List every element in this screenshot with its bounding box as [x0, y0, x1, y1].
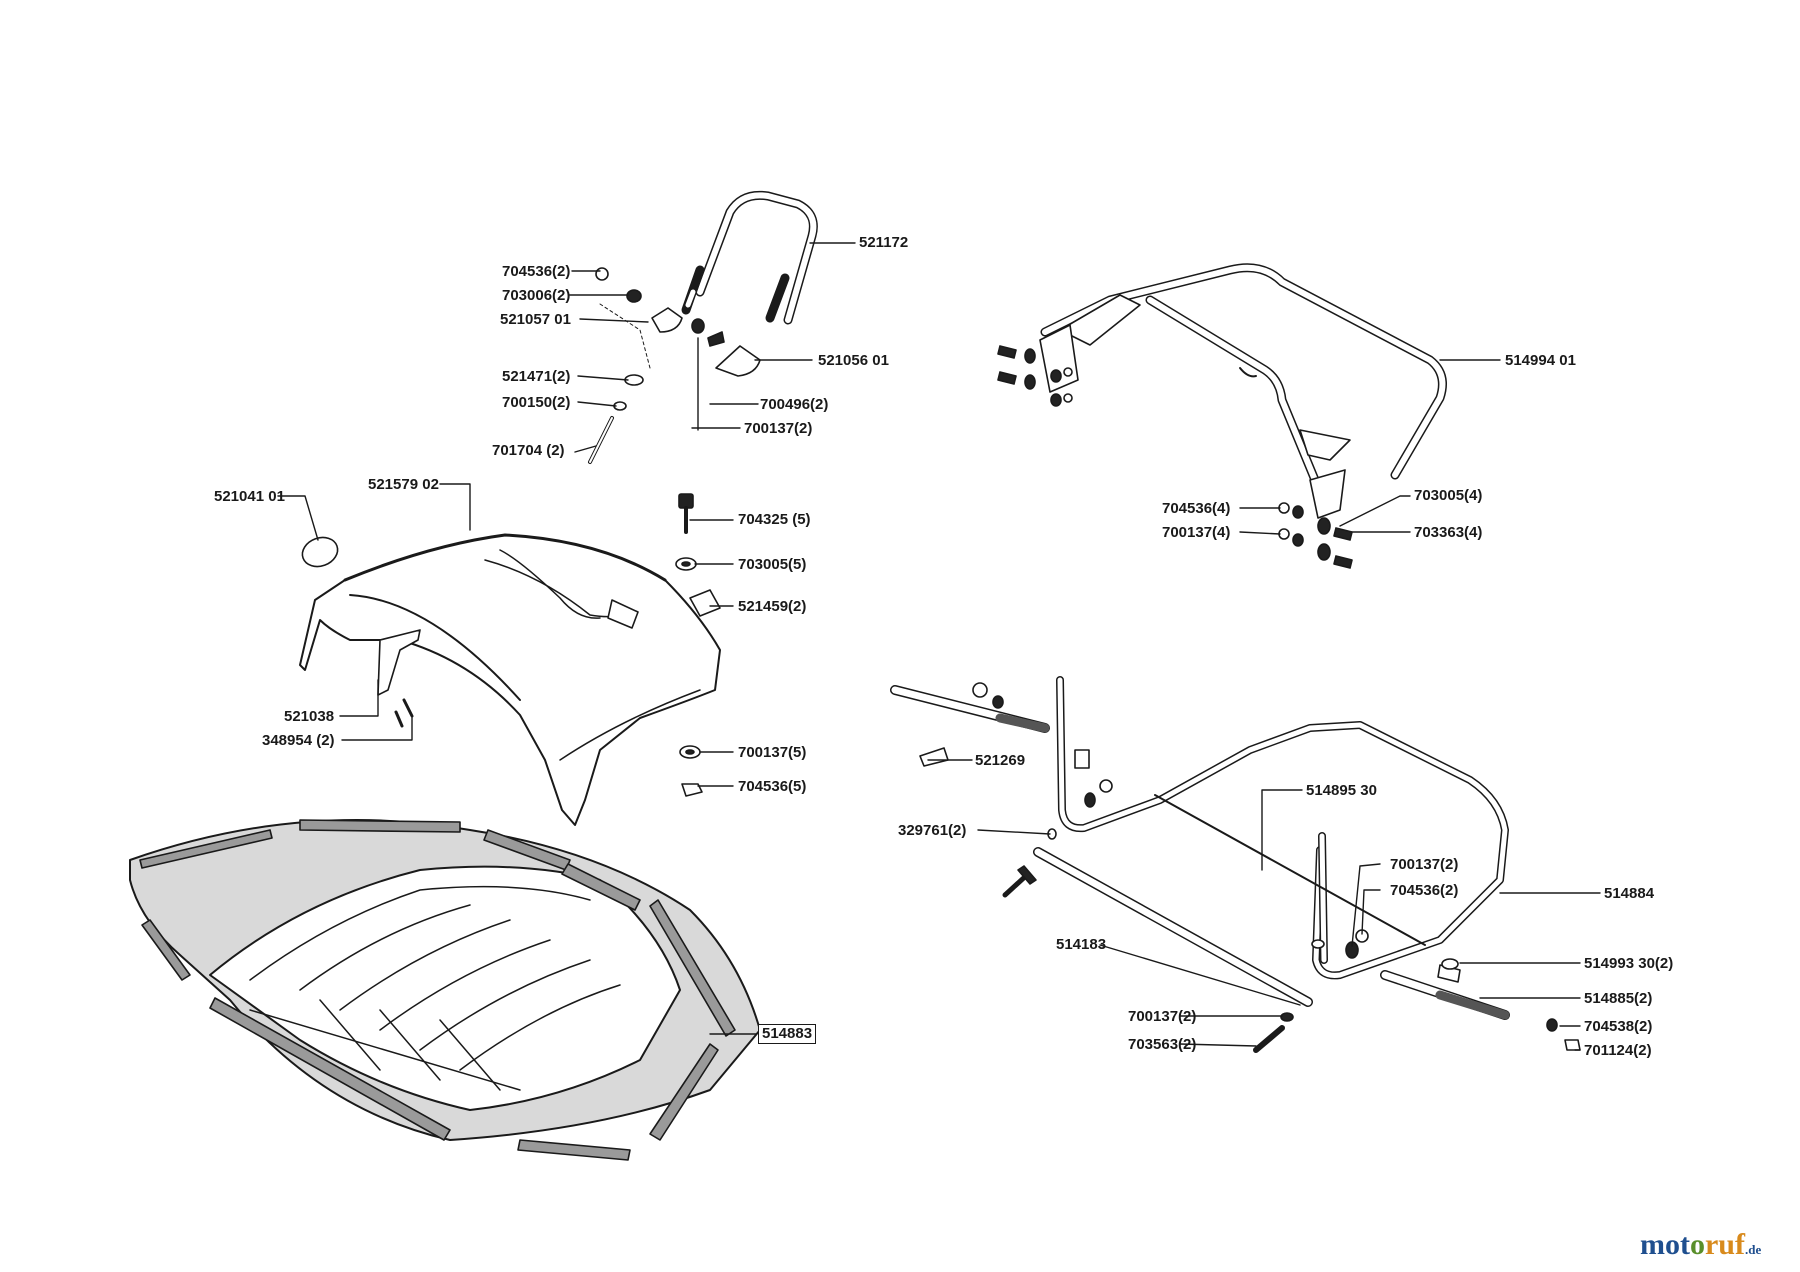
label-704536-2: 704536(2): [502, 263, 571, 280]
label-700137-2-low: 700137(2): [1128, 1008, 1197, 1025]
bag-rails: [139, 819, 736, 1161]
motoruf-logo: motoruf.de: [1640, 1228, 1761, 1262]
label-521056-01: 521056 01: [818, 352, 889, 369]
label-701124-2: 701124(2): [1584, 1042, 1652, 1059]
label-521041-01: 521041 01: [214, 488, 285, 505]
label-521459-2: 521459(2): [738, 598, 807, 615]
leader-lines: [277, 242, 1601, 1051]
handle-521172: [681, 190, 818, 325]
label-514183: 514183: [1056, 936, 1107, 953]
label-700137-2-mid: 700137(2): [1390, 856, 1459, 873]
label-704325-5: 704325 (5): [738, 511, 811, 528]
hood-hardware: [675, 493, 721, 797]
label-700496-2: 700496(2): [760, 396, 829, 413]
rod-514183: [1033, 847, 1313, 1007]
label-700150-2: 700150(2): [502, 394, 571, 411]
label-514885-2: 514885(2): [1584, 990, 1653, 1007]
label-700137-5: 700137(5): [738, 744, 807, 761]
label-348954-2: 348954 (2): [262, 732, 335, 749]
bracket-521057-01: [651, 307, 683, 333]
label-704536-5: 704536(5): [738, 778, 807, 795]
label-514994-01: 514994 01: [1505, 352, 1576, 369]
frame-hardware-left: [997, 345, 1073, 407]
logo-part-mot: mot: [1640, 1228, 1690, 1261]
cap-521041-01: [301, 536, 339, 568]
label-514993-30-2: 514993 30(2): [1584, 955, 1674, 972]
label-329761-2: 329761(2): [898, 822, 967, 839]
logo-part-o: o: [1689, 1228, 1705, 1261]
label-514895-30: 514895 30: [1306, 782, 1377, 799]
label-700137-2-top: 700137(2): [744, 420, 813, 437]
logo-part-ruf: ruf: [1704, 1228, 1745, 1261]
label-521057-01: 521057 01: [500, 311, 571, 328]
label-704538-2: 704538(2): [1584, 1018, 1653, 1035]
grass-bag-514883: [129, 819, 761, 1141]
label-521269: 521269: [975, 752, 1026, 769]
label-704536-2-mid: 704536(2): [1390, 882, 1459, 899]
label-521172: 521172: [859, 234, 909, 251]
small-hardware-top: [588, 267, 725, 464]
label-521579-02: 521579 02: [368, 476, 439, 493]
frame-hardware-right: [1278, 502, 1353, 569]
logo-suffix: .de: [1744, 1242, 1762, 1257]
label-700137-4: 700137(4): [1162, 524, 1231, 541]
lower-frame-514884: [1056, 676, 1509, 980]
gas-strut-514885: [1380, 964, 1510, 1020]
label-521471-2: 521471(2): [502, 368, 571, 385]
label-703363-4: 703363(4): [1414, 524, 1483, 541]
label-703563-2: 703563(2): [1128, 1036, 1197, 1053]
gas-strut-521269: [890, 682, 1050, 767]
label-703005-4: 703005(4): [1414, 487, 1483, 504]
label-701704-2: 701704 (2): [492, 442, 565, 459]
label-514883: 514883: [758, 1024, 817, 1044]
label-514884: 514884: [1604, 885, 1655, 902]
hood-cover-521579-02: [299, 533, 721, 826]
handle-frame-514994-01: [1039, 263, 1447, 519]
bracket-521056-01: [715, 345, 761, 377]
label-703006-2: 703006(2): [502, 287, 571, 304]
lower-hardware: [1002, 749, 1581, 1053]
label-703005-5: 703005(5): [738, 556, 807, 573]
label-704536-4: 704536(4): [1162, 500, 1231, 517]
label-521038: 521038: [284, 708, 335, 725]
